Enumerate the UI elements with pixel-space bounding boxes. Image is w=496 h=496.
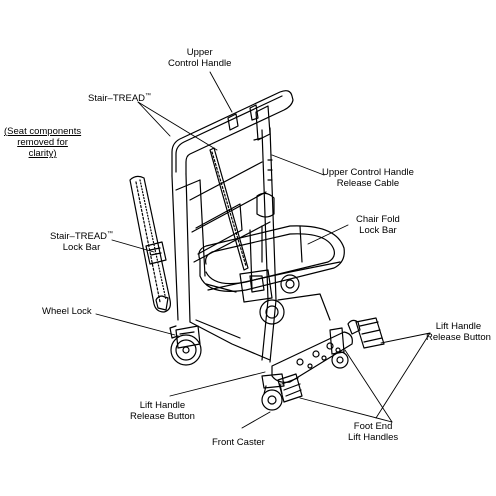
label-seat-note-line3: clarity) <box>28 148 57 159</box>
label-stair-tread: Stair–TREAD™ <box>88 91 151 104</box>
label-upper-control-handle-line2: Control Handle <box>168 58 232 69</box>
label-stair-tread-text: Stair–TREAD <box>88 93 146 105</box>
label-seat-note-line1: (Seat components <box>4 126 82 137</box>
label-lift-handle-release-left-line1: Lift Handle <box>139 400 186 411</box>
label-chair-fold-lock-bar: Chair Fold Lock Bar <box>356 214 400 236</box>
stair-tread-belts <box>129 147 249 313</box>
footrest-plate <box>271 331 353 383</box>
foot-end-lift-handles <box>277 317 385 403</box>
label-wheel-lock: Wheel Lock <box>42 306 92 317</box>
label-front-caster: Front Caster <box>212 437 265 448</box>
label-lift-handle-release-right: Lift Handle Release Button <box>426 321 491 343</box>
label-stair-tread-lock-bar-line2: Lock Bar <box>62 242 101 254</box>
leader-lines <box>95 71 431 429</box>
rear-wheel-assembly <box>169 269 331 366</box>
seat-frame <box>198 225 345 293</box>
back-frame <box>171 127 277 323</box>
label-foot-end-lift-handles-line2: Lift Handles <box>348 432 399 443</box>
label-chair-fold-lock-bar-line1: Chair Fold <box>356 214 400 225</box>
label-stair-tread-tm: ™ <box>145 93 152 99</box>
label-seat-note: (Seat components removed for clarity) <box>4 126 81 159</box>
label-upper-release-cable-line1: Upper Control Handle <box>322 167 414 178</box>
label-lift-handle-release-right-line2: Release Button <box>426 332 491 343</box>
label-wheel-lock-text: Wheel Lock <box>42 306 92 317</box>
label-upper-control-handle: Upper Control Handle <box>168 47 231 69</box>
label-upper-control-handle-line1: Upper <box>186 47 213 58</box>
label-upper-release-cable-line2: Release Cable <box>336 178 400 189</box>
label-lift-handle-release-left-line2: Release Button <box>130 411 195 422</box>
front-caster-assembly <box>261 327 349 411</box>
label-foot-end-lift-handles-line1: Foot End <box>353 421 393 432</box>
label-foot-end-lift-handles: Foot End Lift Handles <box>348 421 398 443</box>
label-stair-tread-lock-bar: Stair–TREAD™ Lock Bar <box>50 229 113 253</box>
label-seat-note-line2: removed for <box>17 137 68 148</box>
label-upper-release-cable: Upper Control Handle Release Cable <box>322 167 414 189</box>
label-stair-tread-lock-bar-line1: Stair–TREAD™ <box>50 231 114 243</box>
label-lift-handle-release-right-line1: Lift Handle <box>435 321 482 332</box>
label-chair-fold-lock-bar-line2: Lock Bar <box>359 225 397 236</box>
label-lift-handle-release-left: Lift Handle Release Button <box>130 400 195 422</box>
label-front-caster-text: Front Caster <box>212 437 265 448</box>
